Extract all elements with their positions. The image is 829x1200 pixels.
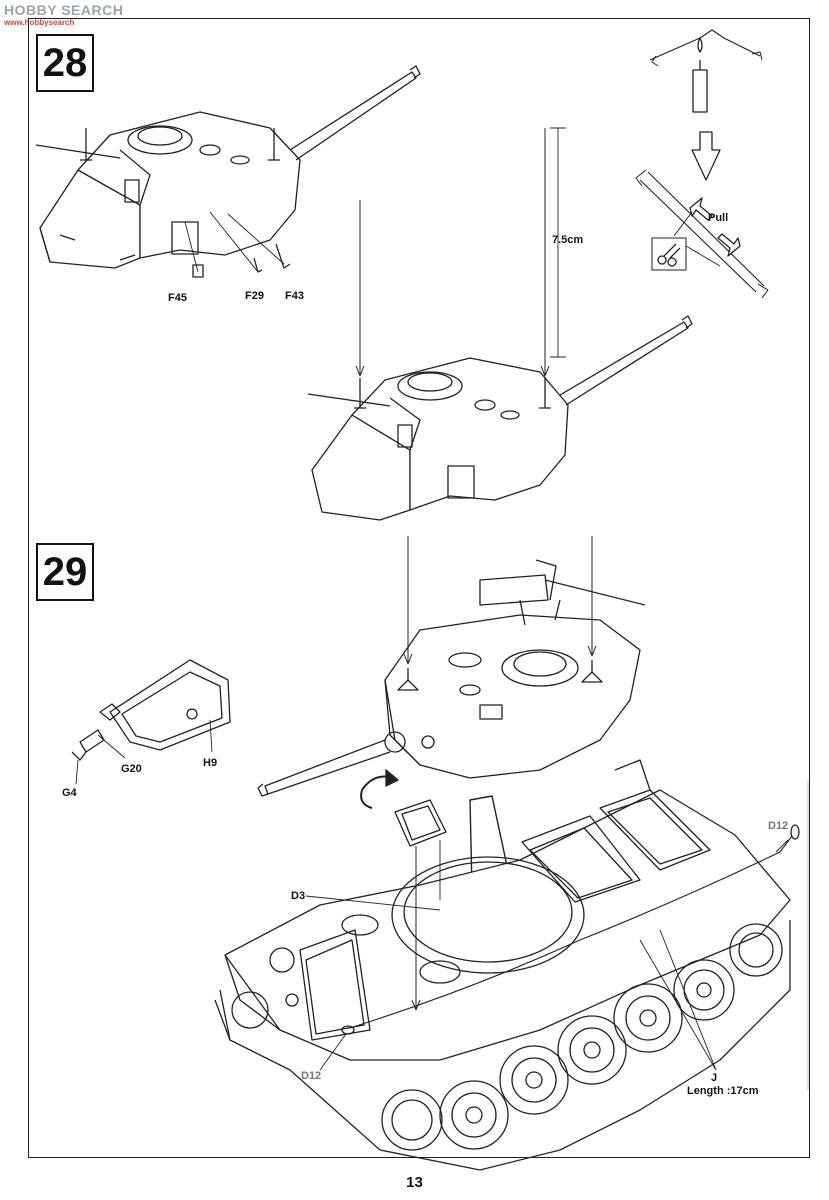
scissors-icon bbox=[651, 237, 687, 271]
part-label-g20: G20 bbox=[121, 763, 142, 775]
down-arrow-icon bbox=[691, 131, 721, 181]
watermark: HOBBY SEARCH bbox=[4, 2, 124, 18]
pull-arrow-icon bbox=[635, 169, 769, 299]
turret-drawing-step28-b bbox=[307, 315, 693, 521]
step-number-28: 28 bbox=[36, 34, 94, 92]
part-label-f43: F43 bbox=[285, 290, 304, 302]
turret-drawing-step28-a bbox=[35, 65, 421, 278]
part-label-f45: F45 bbox=[168, 292, 187, 304]
measure-label: 7.5cm bbox=[552, 234, 584, 246]
part-label-j: J bbox=[711, 1072, 718, 1084]
step-number-29: 29 bbox=[36, 543, 94, 601]
part-label-d12-top: D12 bbox=[768, 820, 789, 832]
hull-drawing bbox=[214, 759, 800, 1171]
rotate-arrow-icon bbox=[360, 769, 399, 809]
part-label-h9: H9 bbox=[203, 757, 218, 769]
part-label-d3: D3 bbox=[291, 890, 306, 902]
page-number: 13 bbox=[406, 1174, 423, 1191]
part-label-f29: F29 bbox=[245, 290, 264, 302]
pull-label: Pull bbox=[708, 212, 729, 224]
turret-drawing-step29 bbox=[257, 559, 646, 797]
watermark-url: www.hobbysearch bbox=[4, 18, 75, 27]
length-note: Length :17cm bbox=[687, 1085, 759, 1097]
hatch-part-drawing bbox=[71, 659, 231, 761]
part-label-d12-bottom: D12 bbox=[301, 1070, 322, 1082]
candle-icon bbox=[649, 29, 763, 113]
part-label-g4: G4 bbox=[62, 787, 77, 799]
